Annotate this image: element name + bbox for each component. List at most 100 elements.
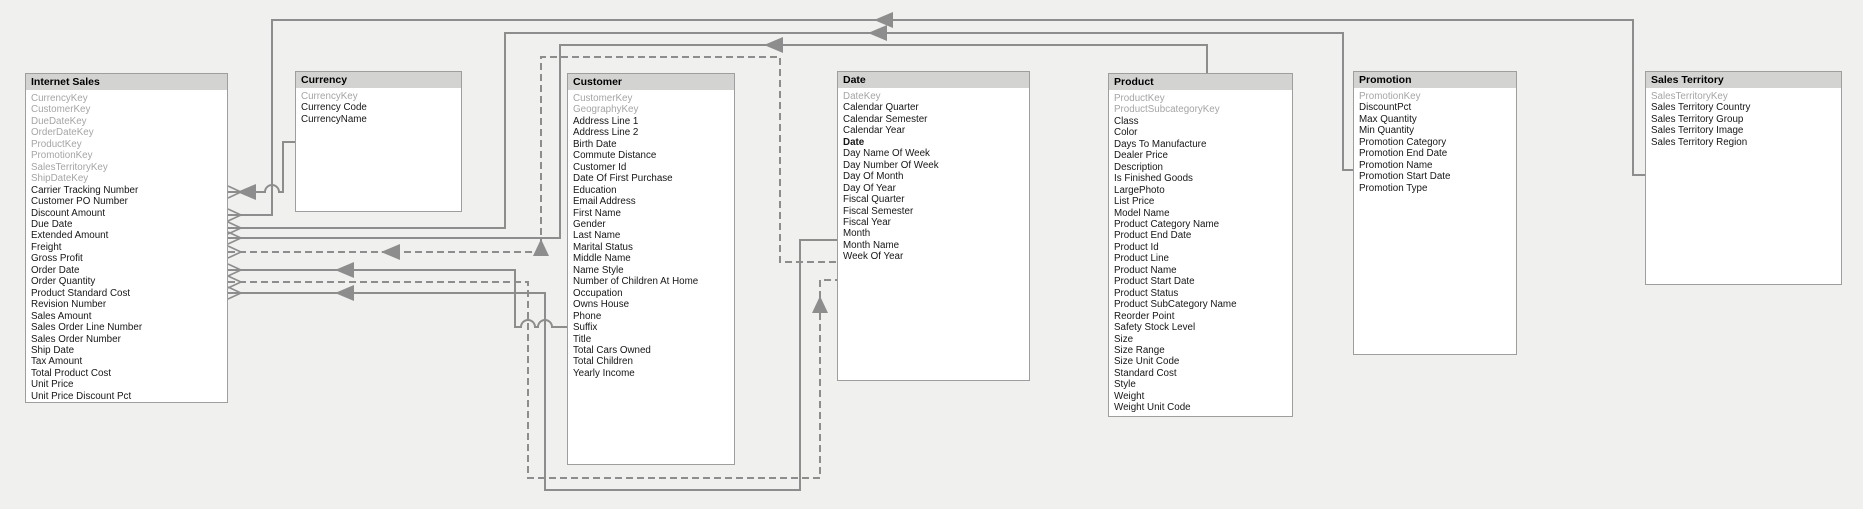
field-row-sales-territory-country[interactable]: Sales Territory Country xyxy=(1651,102,1751,114)
field-row-gender[interactable]: Gender xyxy=(573,218,606,230)
field-row-address-line-1[interactable]: Address Line 1 xyxy=(573,115,639,127)
field-row-dealer-price[interactable]: Dealer Price xyxy=(1114,150,1168,162)
field-row-freight[interactable]: Freight xyxy=(31,241,62,253)
field-row-days-to-manufacture[interactable]: Days To Manufacture xyxy=(1114,138,1207,150)
table-header-product[interactable]: Product xyxy=(1109,74,1292,90)
field-row-safety-stock-level[interactable]: Safety Stock Level xyxy=(1114,322,1196,334)
field-row-customerkey[interactable]: CustomerKey xyxy=(31,104,91,116)
table-header-sales-territory[interactable]: Sales Territory xyxy=(1646,72,1841,88)
field-row-address-line-2[interactable]: Address Line 2 xyxy=(573,127,639,139)
field-row-calendar-year[interactable]: Calendar Year xyxy=(843,125,906,137)
field-row-commute-distance[interactable]: Commute Distance xyxy=(573,150,657,162)
field-row-customerkey[interactable]: CustomerKey xyxy=(573,93,633,104)
field-row-description[interactable]: Description xyxy=(1114,161,1164,173)
field-row-product-line[interactable]: Product Line xyxy=(1114,253,1170,265)
field-row-gross-profit[interactable]: Gross Profit xyxy=(31,253,83,265)
field-row-total-cars-owned[interactable]: Total Cars Owned xyxy=(573,344,651,356)
field-row-product-id[interactable]: Product Id xyxy=(1114,241,1159,253)
field-row-fiscal-year[interactable]: Fiscal Year xyxy=(843,216,891,228)
field-row-promotionkey[interactable]: PromotionKey xyxy=(31,150,93,162)
field-row-product-subcategory-name[interactable]: Product SubCategory Name xyxy=(1114,299,1237,311)
field-row-style[interactable]: Style xyxy=(1114,379,1136,391)
field-row-currencykey[interactable]: CurrencyKey xyxy=(301,91,358,102)
field-row-suffix[interactable]: Suffix xyxy=(573,322,598,334)
field-row-salesterritorykey[interactable]: SalesTerritoryKey xyxy=(1651,91,1728,102)
field-row-promotion-end-date[interactable]: Promotion End Date xyxy=(1359,148,1448,160)
field-row-discount-amount[interactable]: Discount Amount xyxy=(31,207,106,219)
field-row-unit-price-discount-pct[interactable]: Unit Price Discount Pct xyxy=(31,390,132,402)
field-row-shipdatekey[interactable]: ShipDateKey xyxy=(31,173,89,185)
field-row-sales-order-line-number[interactable]: Sales Order Line Number xyxy=(31,322,143,334)
field-row-calendar-quarter[interactable]: Calendar Quarter xyxy=(843,102,919,114)
field-row-sales-territory-image[interactable]: Sales Territory Image xyxy=(1651,125,1744,137)
field-row-day-of-month[interactable]: Day Of Month xyxy=(843,171,904,183)
field-row-standard-cost[interactable]: Standard Cost xyxy=(1114,367,1177,379)
relationship-line-internet-sales-promotion-2[interactable] xyxy=(228,32,1353,229)
field-row-name-style[interactable]: Name Style xyxy=(573,264,624,276)
field-row-class[interactable]: Class xyxy=(1114,115,1139,127)
field-row-yearly-income[interactable]: Yearly Income xyxy=(573,367,635,379)
field-row-month[interactable]: Month xyxy=(843,228,871,240)
field-row-calendar-semester[interactable]: Calendar Semester xyxy=(843,113,928,125)
field-row-order-quantity[interactable]: Order Quantity xyxy=(31,276,96,288)
table-header-promotion[interactable]: Promotion xyxy=(1354,72,1516,88)
field-row-birth-date[interactable]: Birth Date xyxy=(573,138,617,150)
field-row-salesterritorykey[interactable]: SalesTerritoryKey xyxy=(31,161,108,173)
field-row-productkey[interactable]: ProductKey xyxy=(31,138,82,150)
field-row-unit-price[interactable]: Unit Price xyxy=(31,379,74,391)
table-header-customer[interactable]: Customer xyxy=(568,74,734,90)
field-row-customer-po-number[interactable]: Customer PO Number xyxy=(31,196,128,208)
field-row-due-date[interactable]: Due Date xyxy=(31,218,73,230)
field-row-email-address[interactable]: Email Address xyxy=(573,196,636,208)
field-row-day-number-of-week[interactable]: Day Number Of Week xyxy=(843,159,939,171)
field-row-day-of-year[interactable]: Day Of Year xyxy=(843,182,896,194)
field-row-sales-territory-region[interactable]: Sales Territory Region xyxy=(1651,136,1748,148)
field-row-product-start-date[interactable]: Product Start Date xyxy=(1114,276,1195,288)
field-row-size-unit-code[interactable]: Size Unit Code xyxy=(1114,356,1180,368)
field-row-extended-amount[interactable]: Extended Amount xyxy=(31,230,109,242)
relationship-line-internet-sales-date-7[interactable] xyxy=(228,239,837,491)
field-row-day-name-of-week[interactable]: Day Name Of Week xyxy=(843,148,930,160)
field-row-promotion-name[interactable]: Promotion Name xyxy=(1359,159,1433,171)
field-row-productsubcategorykey[interactable]: ProductSubcategoryKey xyxy=(1114,104,1220,116)
field-row-product-standard-cost[interactable]: Product Standard Cost xyxy=(31,287,131,299)
field-row-currencyname[interactable]: CurrencyName xyxy=(301,113,367,125)
field-row-size-range[interactable]: Size Range xyxy=(1114,344,1165,356)
field-row-min-quantity[interactable]: Min Quantity xyxy=(1359,125,1414,137)
field-row-product-status[interactable]: Product Status xyxy=(1114,287,1179,299)
field-row-ship-date[interactable]: Ship Date xyxy=(31,344,75,356)
field-row-is-finished-goods[interactable]: Is Finished Goods xyxy=(1114,173,1193,185)
field-row-orderdatekey[interactable]: OrderDateKey xyxy=(31,127,94,139)
field-row-list-price[interactable]: List Price xyxy=(1114,196,1155,208)
field-row-customer-id[interactable]: Customer Id xyxy=(573,161,627,173)
field-row-first-name[interactable]: First Name xyxy=(573,207,621,219)
field-row-product-name[interactable]: Product Name xyxy=(1114,264,1177,276)
field-row-color[interactable]: Color xyxy=(1114,127,1138,139)
table-header-internet-sales[interactable]: Internet Sales xyxy=(26,74,227,90)
field-row-middle-name[interactable]: Middle Name xyxy=(573,253,631,265)
field-row-total-product-cost[interactable]: Total Product Cost xyxy=(31,367,112,379)
field-row-weight-unit-code[interactable]: Weight Unit Code xyxy=(1114,402,1191,414)
field-row-duedatekey[interactable]: DueDateKey xyxy=(31,115,87,127)
field-row-currencykey[interactable]: CurrencyKey xyxy=(31,93,88,104)
field-row-sales-order-number[interactable]: Sales Order Number xyxy=(31,333,121,345)
table-header-date[interactable]: Date xyxy=(838,72,1029,88)
field-row-fiscal-semester[interactable]: Fiscal Semester xyxy=(843,205,914,217)
field-row-sales-territory-group[interactable]: Sales Territory Group xyxy=(1651,113,1744,125)
relationship-line-internet-sales-date-4[interactable] xyxy=(228,56,837,263)
field-row-promotion-type[interactable]: Promotion Type xyxy=(1359,182,1428,194)
field-row-number-of-children-at-home[interactable]: Number of Children At Home xyxy=(573,276,699,288)
field-row-product-category-name[interactable]: Product Category Name xyxy=(1114,218,1220,230)
relationship-line-internet-sales-date-6[interactable] xyxy=(228,279,837,479)
field-row-title[interactable]: Title xyxy=(573,333,592,345)
field-row-month-name[interactable]: Month Name xyxy=(843,239,900,251)
field-row-last-name[interactable]: Last Name xyxy=(573,230,621,242)
field-row-size[interactable]: Size xyxy=(1114,333,1134,345)
field-row-tax-amount[interactable]: Tax Amount xyxy=(31,356,83,368)
